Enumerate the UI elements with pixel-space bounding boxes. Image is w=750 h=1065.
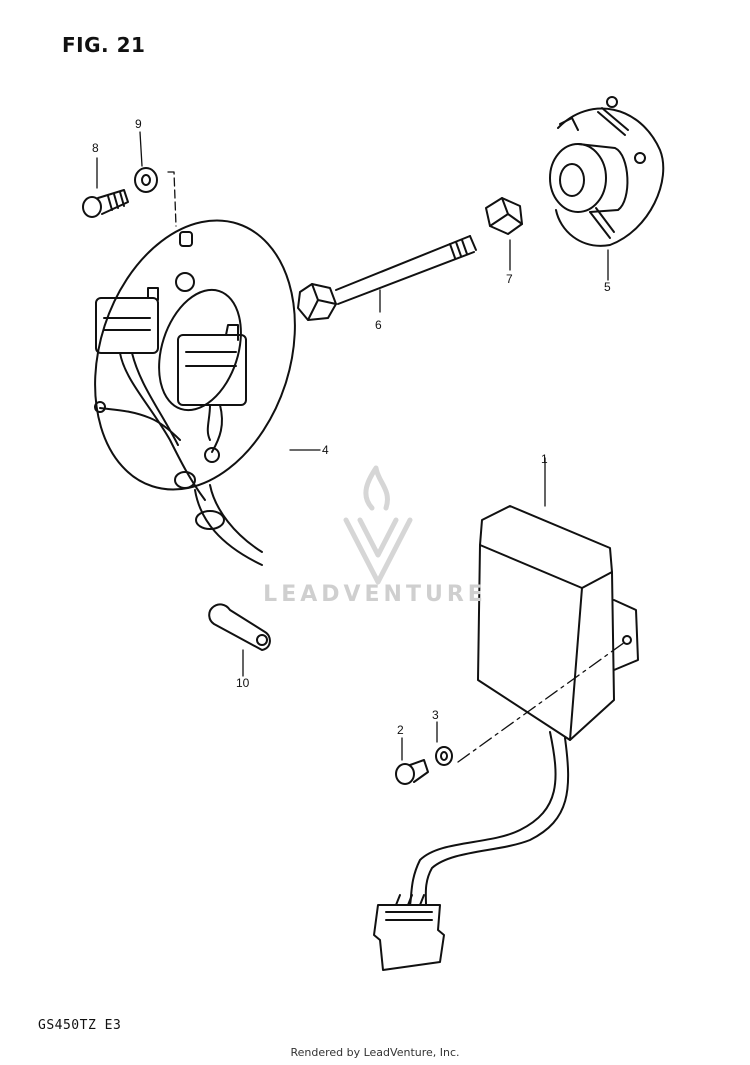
callout-5: 5 <box>604 280 611 294</box>
watermark-text: LEADVENTURE <box>263 582 487 607</box>
callout-1: 1 <box>541 452 548 466</box>
figure-title: FIG. 21 <box>62 33 146 57</box>
callout-4: 4 <box>322 443 329 457</box>
leader-lines <box>96 131 626 763</box>
igniter-unit-part-1 <box>373 505 639 971</box>
callout-10: 10 <box>236 676 250 690</box>
bolt-part-6 <box>297 235 477 321</box>
leadventure-watermark-logo <box>343 465 413 585</box>
callout-6: 6 <box>375 318 382 332</box>
signal-generator-plate <box>94 219 296 566</box>
clamp-part-10 <box>208 603 271 651</box>
callout-3: 3 <box>432 708 439 722</box>
callout-9: 9 <box>135 117 142 131</box>
screw-part-2 <box>395 759 429 785</box>
governor-part-5 <box>549 96 665 247</box>
render-credit: Rendered by LeadVenture, Inc. <box>290 1046 460 1059</box>
screw-part-8 <box>82 189 129 218</box>
callout-7: 7 <box>506 272 513 286</box>
nut-part-7 <box>485 197 523 235</box>
callout-8: 8 <box>92 141 99 155</box>
washer-part-3 <box>435 746 453 766</box>
model-code: GS450TZ E3 <box>38 1018 122 1033</box>
washer-part-9 <box>134 167 158 193</box>
callout-2: 2 <box>397 723 404 737</box>
